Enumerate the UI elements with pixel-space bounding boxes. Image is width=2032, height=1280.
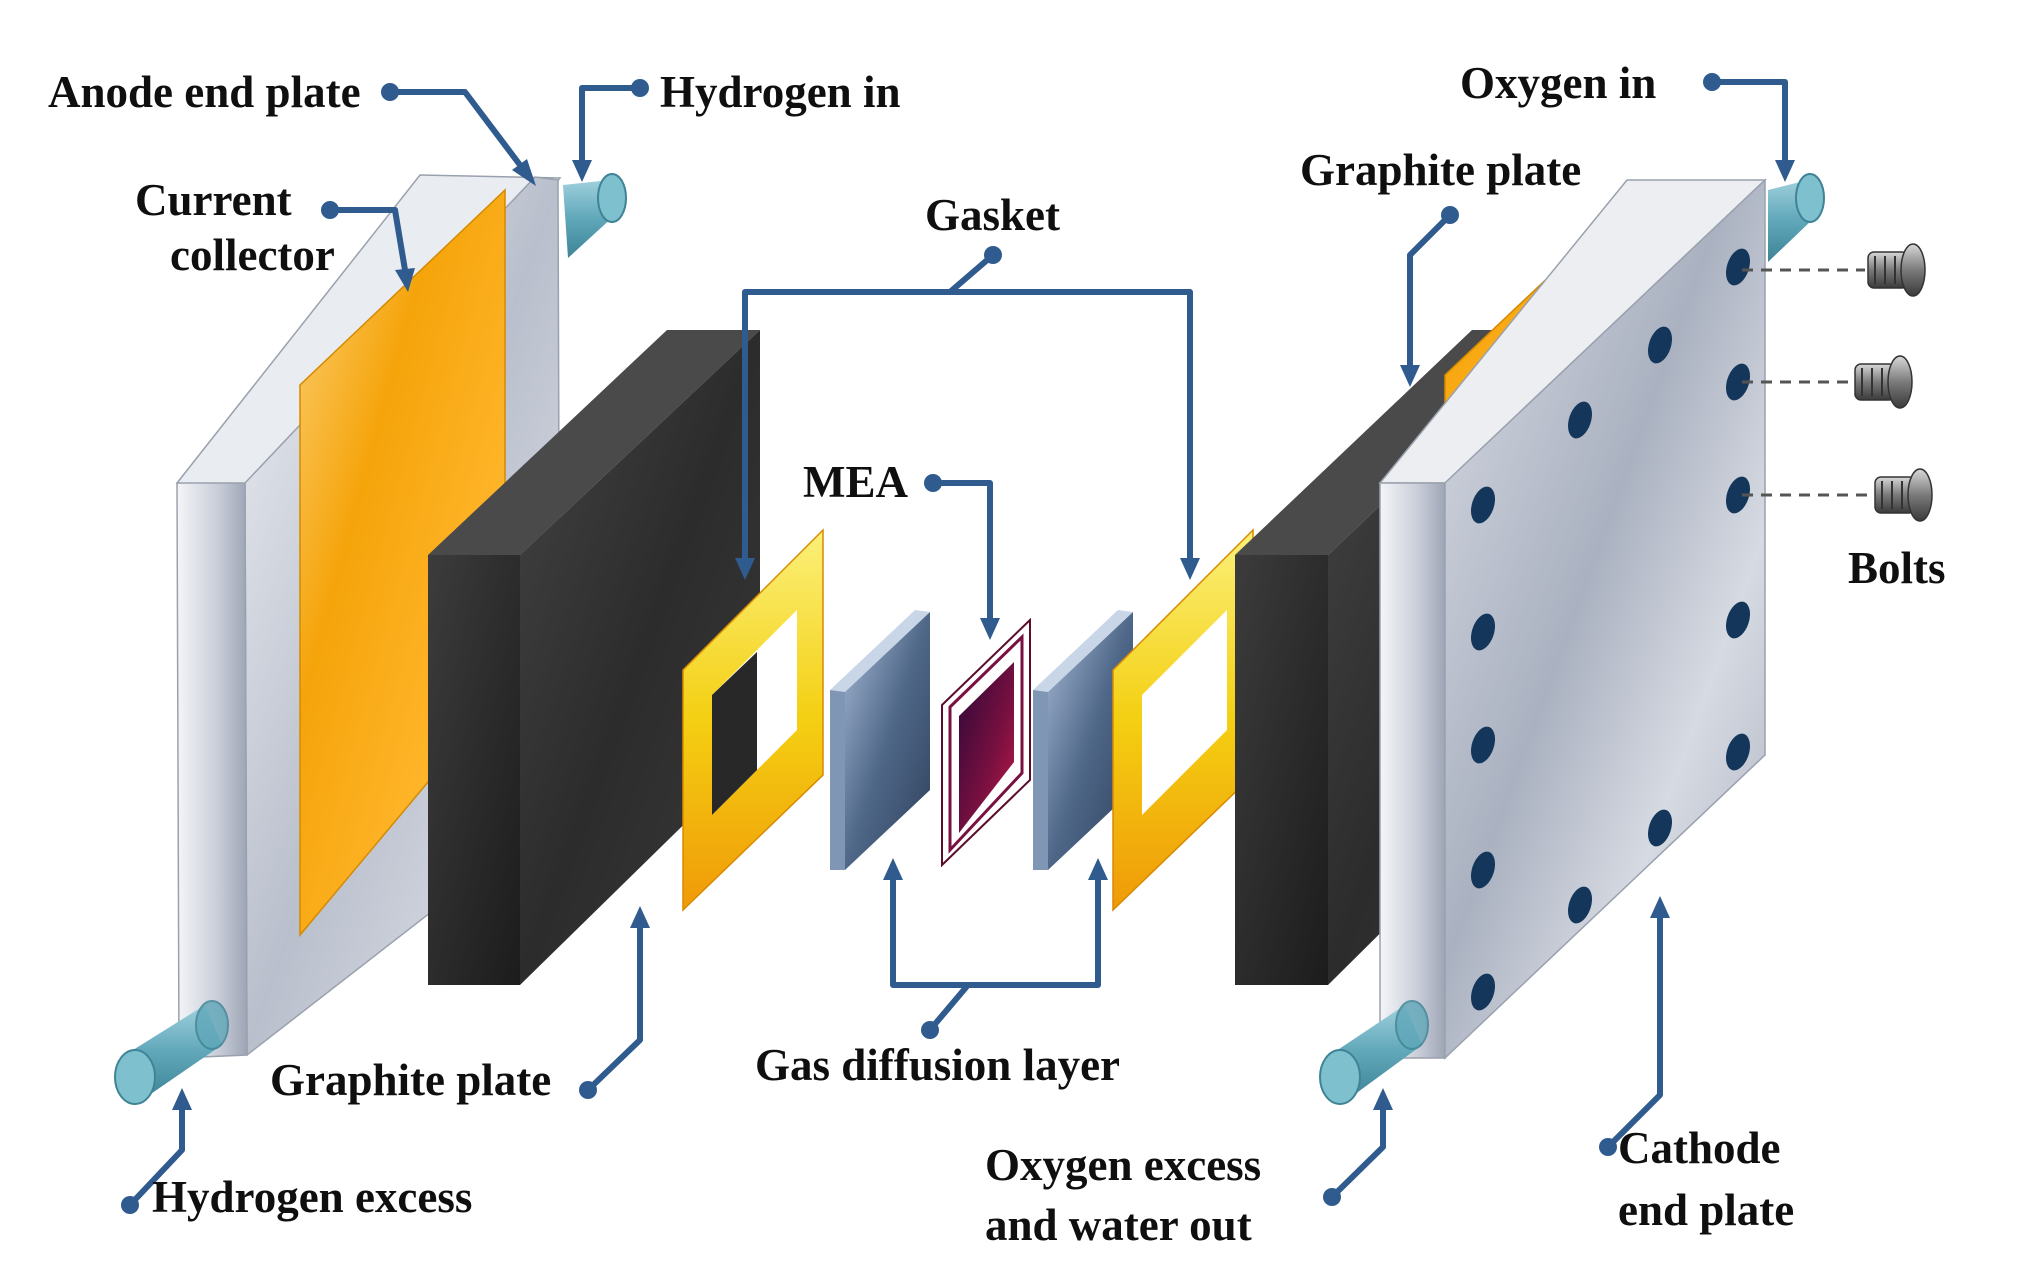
leader-gas-diffusion-layer [883,858,1108,1039]
cathode-end-plate [1378,178,1767,1060]
leader-graphite-plate-left [579,906,650,1099]
oxygen-in-pipe [1768,173,1825,262]
label-graphite-plate-left: Graphite plate [270,1055,551,1105]
bolt-icon [1742,243,1926,297]
bolt-hole [1726,601,1750,639]
leader-mea [924,474,1000,640]
mea-membrane [941,617,1031,868]
anode-gasket [682,528,824,912]
leader-gasket [735,246,1200,580]
bolt-hole [1471,851,1495,889]
leader-hydrogen-excess [121,1088,192,1214]
bolt-hole [1726,363,1750,401]
leader-current-collector [321,201,415,292]
bolt-hole [1648,326,1672,364]
leader-graphite-plate-right [1400,206,1459,387]
bolt-icon [1742,468,1933,522]
label-cathode-end-plate-line2: end plate [1618,1185,1794,1235]
label-current-collector-line2: collector [170,230,335,280]
bolt-hole [1726,476,1750,514]
bolts-group [1742,243,1933,522]
label-current-collector-line1: Current [135,175,292,225]
label-cathode-end-plate-line1: Cathode [1618,1123,1781,1173]
hydrogen-excess-pipe [114,1000,229,1105]
label-oxygen-in: Oxygen in [1460,58,1656,108]
leader-cathode-end-plate [1599,896,1670,1156]
leader-oxygen-in [1703,73,1795,182]
bolt-icon [1742,355,1913,409]
leader-hydrogen-in [572,79,649,182]
bolt-hole [1471,486,1495,524]
cathode-gas-diffusion-layer [1033,610,1133,870]
label-hydrogen-excess: Hydrogen excess [152,1172,472,1222]
label-hydrogen-in: Hydrogen in [660,67,900,117]
bolt-hole [1471,726,1495,764]
anode-gas-diffusion-layer [830,610,930,870]
bolt-hole [1471,613,1495,651]
bolt-hole [1568,401,1592,439]
oxygen-excess-pipe [1319,1000,1429,1105]
label-bolts: Bolts [1848,543,1946,593]
bolt-hole [1568,886,1592,924]
cathode-gasket [1112,528,1254,912]
label-graphite-plate-right: Graphite plate [1300,145,1581,195]
label-mea: MEA [803,457,908,507]
label-gasket: Gasket [925,190,1060,240]
label-anode-end-plate: Anode end plate [48,67,361,117]
anode-graphite-plate [428,330,760,985]
label-gas-diffusion-layer: Gas diffusion layer [755,1040,1120,1090]
leader-oxygen-excess [1323,1088,1393,1206]
label-oxygen-excess-line2: and water out [985,1200,1252,1250]
leader-anode-end-plate [381,83,536,186]
bolt-hole [1726,733,1750,771]
bolt-hole [1648,809,1672,847]
cathode-bolt-holes [1471,248,1750,1011]
label-oxygen-excess-line1: Oxygen excess [985,1140,1261,1190]
hydrogen-in-pipe [563,173,627,258]
bolt-hole [1726,248,1750,286]
bolt-hole [1471,973,1495,1011]
